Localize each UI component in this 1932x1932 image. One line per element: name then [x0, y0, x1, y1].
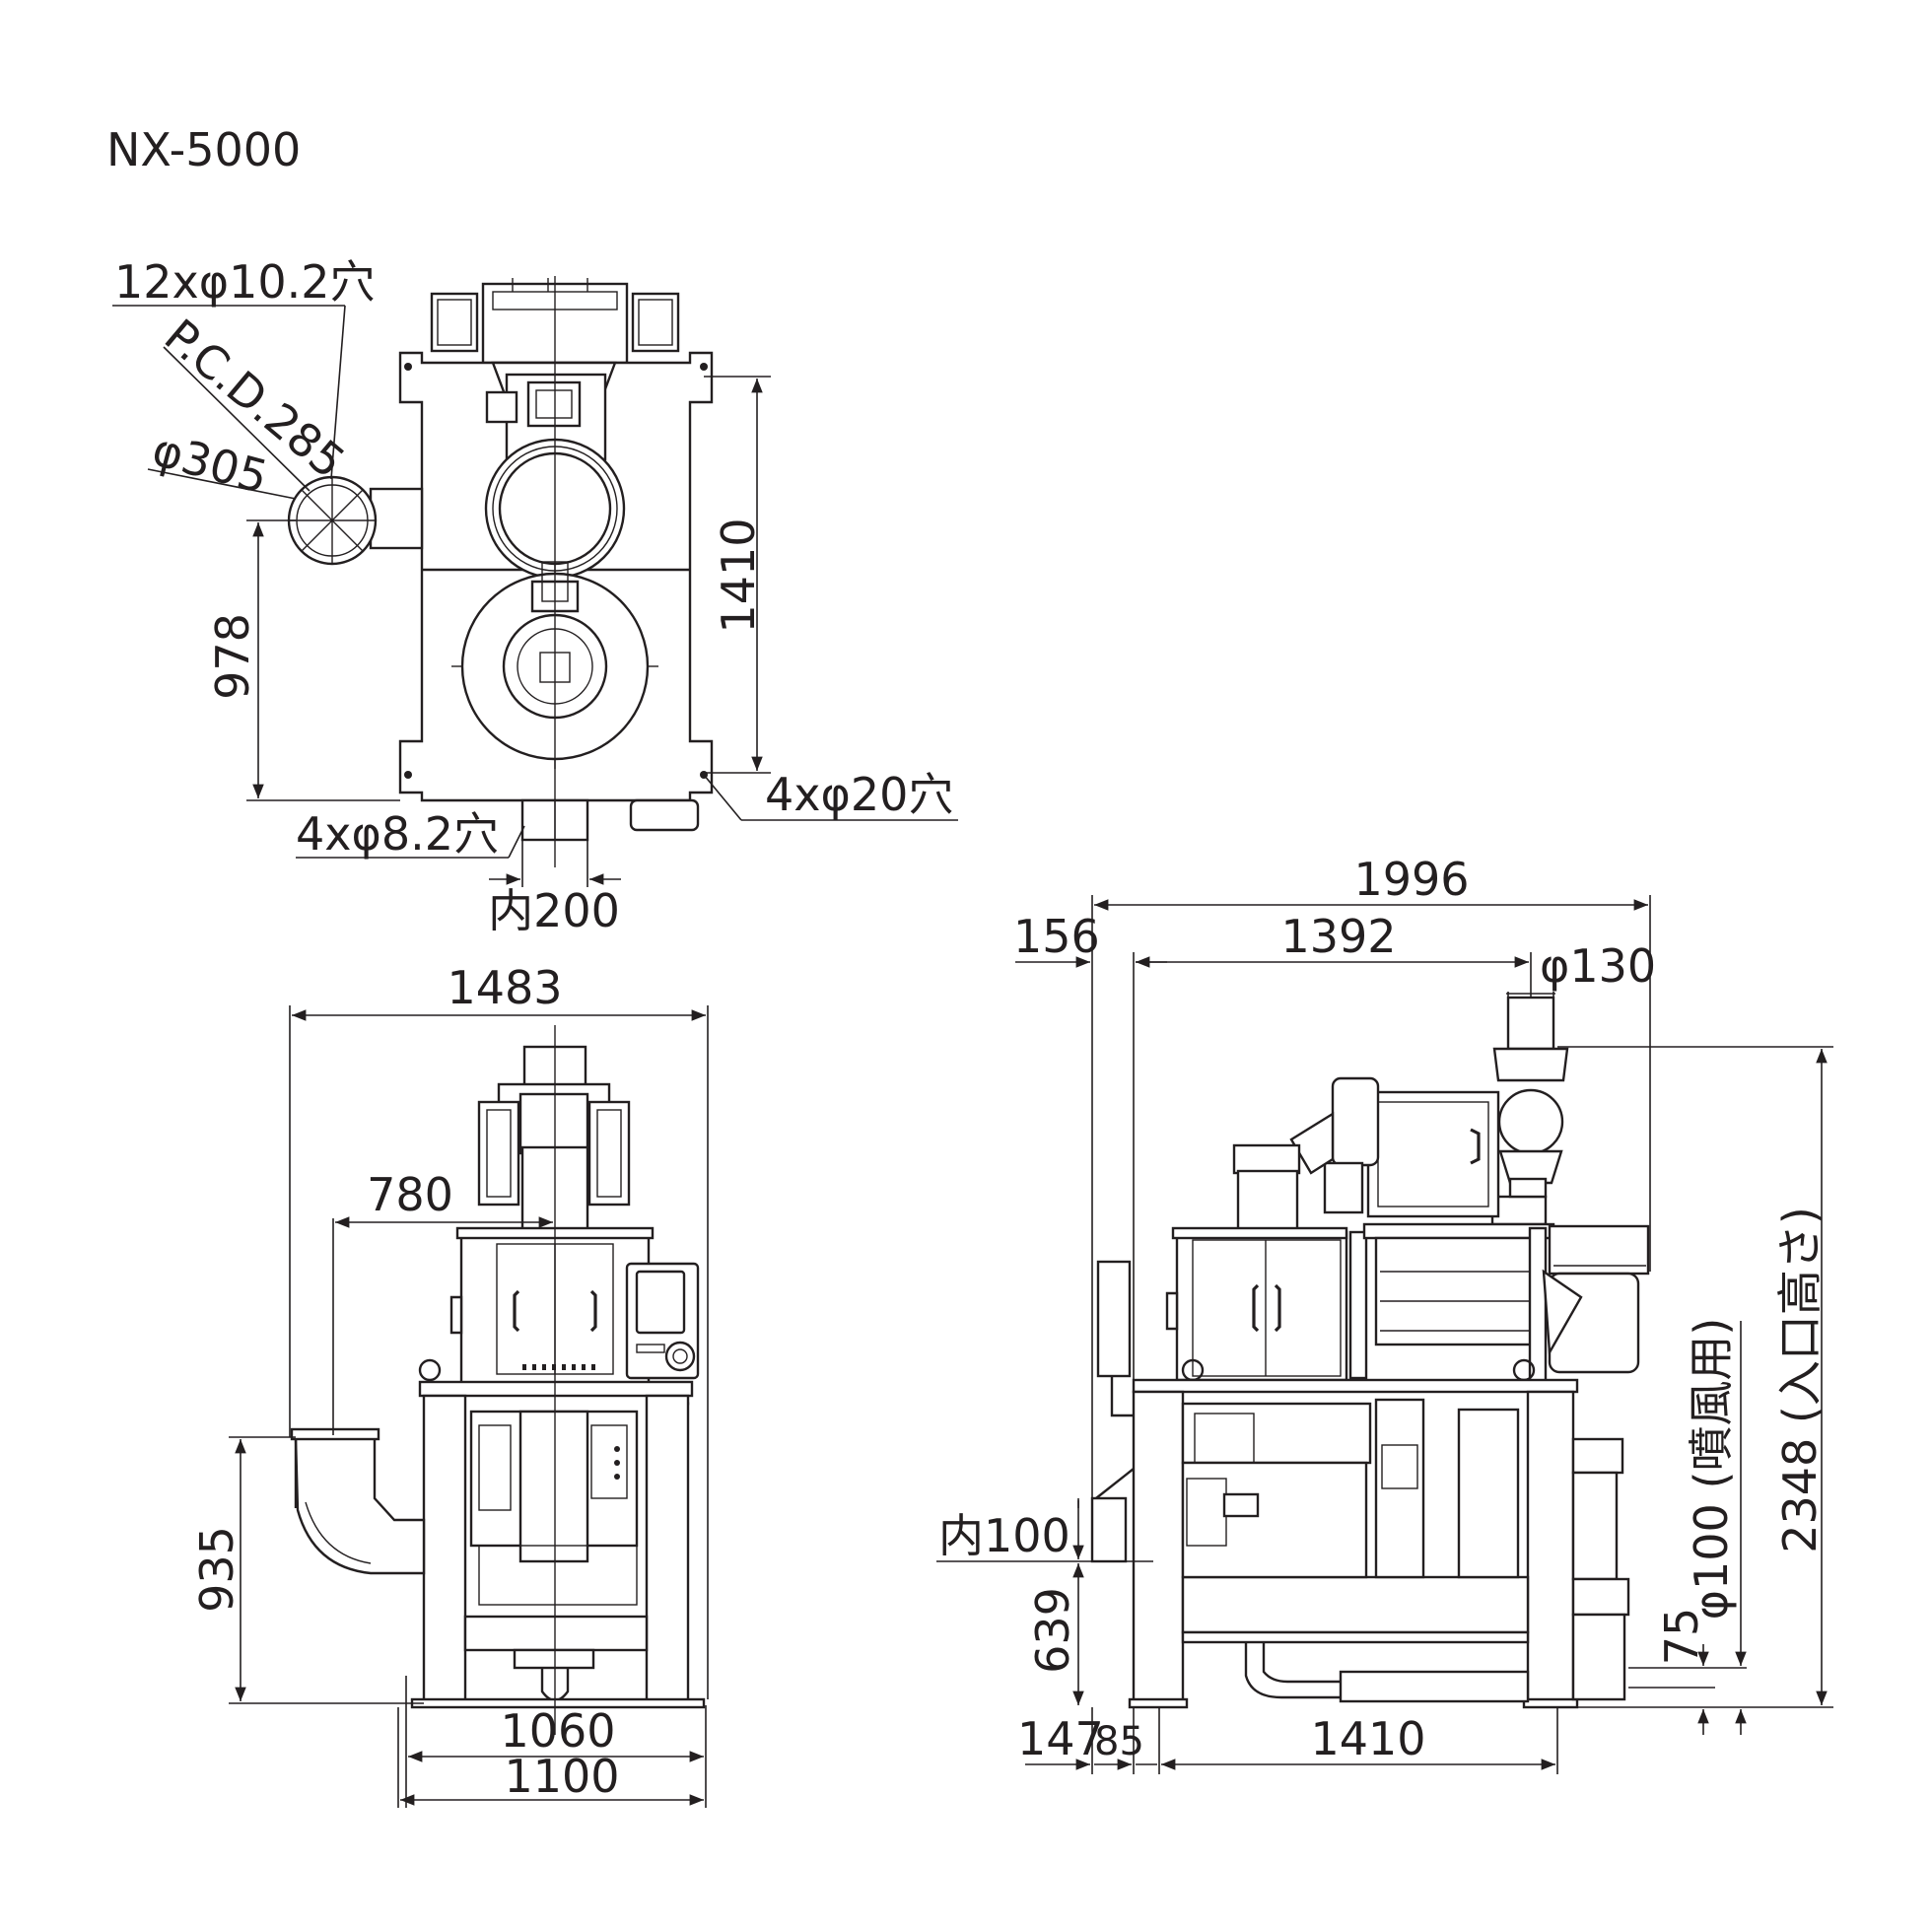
dim-1410-side: 1410: [1310, 1712, 1425, 1765]
label-4-phi8: 4xφ8.2穴: [296, 807, 499, 861]
side-cyclone: [1497, 1088, 1564, 1155]
dim-639: 639: [1026, 1587, 1079, 1674]
dim-147: 147: [1017, 1712, 1104, 1765]
front-side-duct: [294, 1435, 426, 1575]
front-view: 1483 780 935 1060 1100: [190, 961, 709, 1808]
side-left-box: [1232, 1143, 1301, 1175]
dim-1410-top: 1410: [712, 518, 765, 633]
label-inner-200: 内200: [488, 884, 620, 937]
front-left-leg: [422, 1394, 467, 1705]
front-left-filter: [477, 1100, 520, 1207]
front-table: [418, 1380, 694, 1398]
dim-75: 75: [1655, 1608, 1708, 1666]
front-right-leg: [645, 1394, 690, 1705]
side-inlet-pipe: [1506, 996, 1555, 1051]
dim-1392: 1392: [1280, 910, 1396, 963]
dim-1483: 1483: [447, 961, 562, 1014]
side-blower: [1366, 1090, 1500, 1218]
side-upper-table: [1362, 1222, 1555, 1240]
dim-1100: 1100: [504, 1750, 619, 1803]
label-12-holes: 12xφ10.2穴: [114, 255, 376, 309]
top-left-filter: [430, 292, 479, 353]
dim-1060: 1060: [500, 1704, 615, 1758]
side-chamber: [1175, 1230, 1348, 1382]
dim-978: 978: [206, 613, 259, 700]
dim-156: 156: [1013, 910, 1100, 963]
side-table: [1132, 1378, 1579, 1394]
dim-935: 935: [190, 1526, 243, 1613]
dim-phi100-blow: φ100 (噴風用): [1685, 1318, 1738, 1621]
label-phi305: φ305: [147, 422, 273, 504]
side-left-arm: [1096, 1260, 1132, 1378]
top-view: 1410 978 12xφ10.2穴 P.C.D.285 φ305 4xφ20穴…: [112, 255, 958, 937]
side-right-leg: [1526, 1390, 1575, 1703]
side-view: 1996 1392 156 φ130 2348 (入口高さ) φ100 (噴風用…: [936, 853, 1833, 1774]
label-inner-100: 内100: [938, 1509, 1070, 1562]
side-left-leg: [1132, 1390, 1185, 1703]
dim-2348: 2348 (入口高さ): [1773, 1207, 1827, 1553]
label-4-phi20: 4xφ20穴: [765, 768, 953, 821]
front-right-filter: [587, 1100, 631, 1207]
top-side-pipe: [369, 487, 424, 550]
dim-1996: 1996: [1353, 853, 1469, 906]
dim-85: 85: [1094, 1719, 1144, 1764]
top-right-filter: [631, 292, 680, 353]
dim-phi130: φ130: [1540, 939, 1656, 993]
side-right-plate: [1548, 1224, 1650, 1276]
dim-780: 780: [367, 1168, 453, 1221]
drawing-title: NX-5000: [106, 123, 301, 176]
